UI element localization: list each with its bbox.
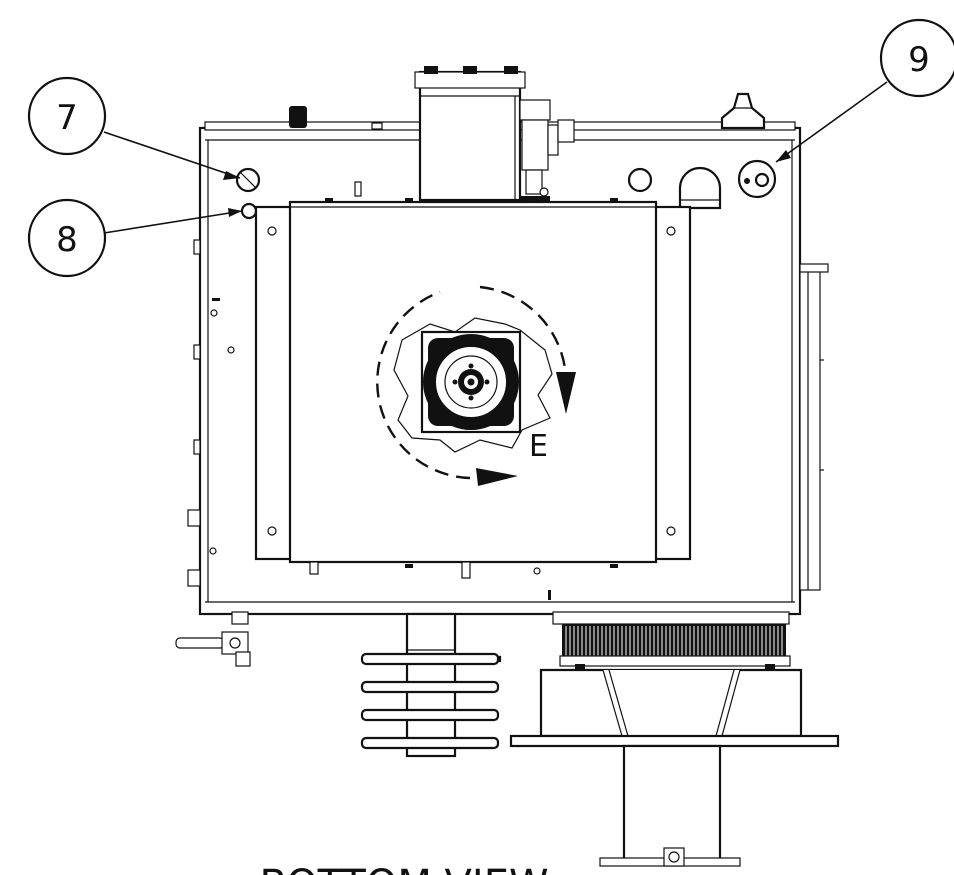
top-knob bbox=[289, 106, 383, 130]
callout-9: 9 bbox=[775, 18, 954, 163]
top-connection-box bbox=[414, 66, 575, 202]
bushing bbox=[360, 612, 502, 758]
callout-8: 8 bbox=[27, 198, 243, 278]
upper-ports bbox=[235, 159, 777, 220]
left-side-fittings bbox=[187, 239, 235, 587]
pedestal bbox=[509, 668, 840, 867]
cooling-fins bbox=[552, 611, 791, 672]
rotation-direction-label: E bbox=[529, 429, 548, 464]
callout-9-label: 9 bbox=[908, 40, 930, 80]
view-title: BOTTOM VIEW bbox=[259, 862, 548, 875]
right-side-bracket bbox=[799, 263, 829, 591]
callout-7: 7 bbox=[27, 76, 241, 180]
center-drive-assembly bbox=[376, 285, 576, 486]
drain-valve bbox=[175, 611, 251, 667]
callout-8-label: 8 bbox=[56, 220, 78, 260]
callout-7-label: 7 bbox=[56, 98, 78, 138]
lifting-lug bbox=[720, 92, 766, 130]
